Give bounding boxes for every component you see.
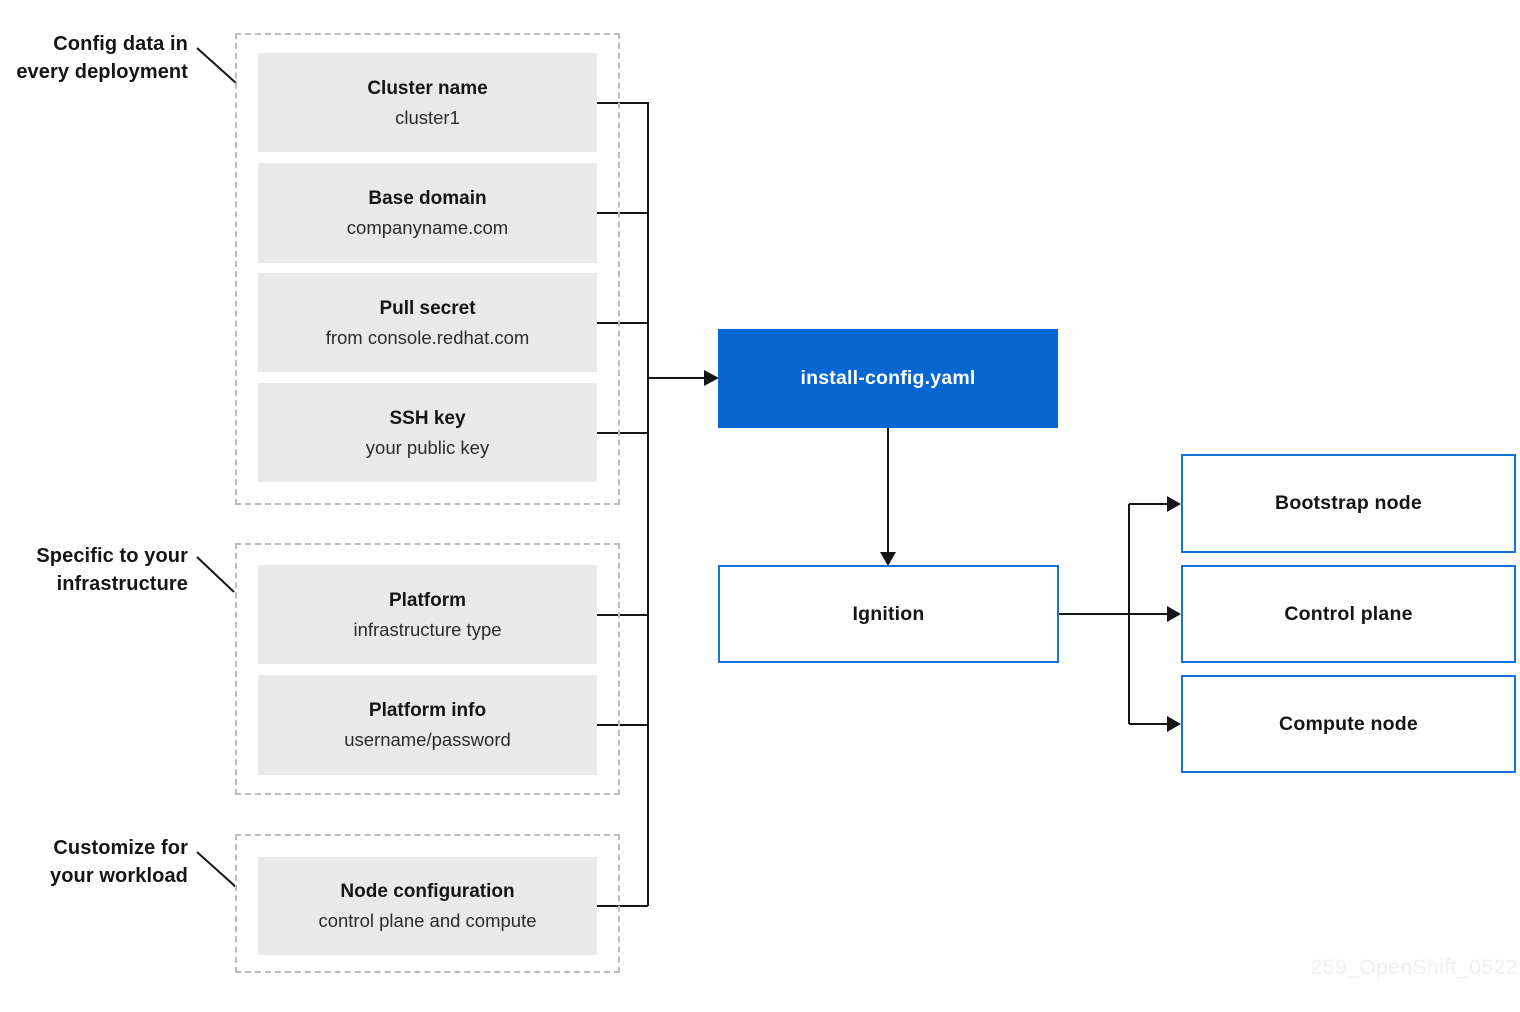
box-platform-subtitle: infrastructure type xyxy=(353,618,502,640)
box-cluster-name: Cluster name cluster1 xyxy=(258,53,597,152)
box-base-domain-subtitle: companyname.com xyxy=(346,217,509,238)
ignition-label: Ignition xyxy=(852,602,925,625)
box-pull-secret-title: Pull secret xyxy=(379,297,476,319)
label-config-data: Config data in every deployment xyxy=(0,30,188,86)
box-pull-secret: Pull secret from console.redhat.com xyxy=(258,273,597,372)
group-config-data: Cluster name cluster1 Base domain compan… xyxy=(235,33,620,505)
install-config-yaml-box: install-config.yaml xyxy=(718,329,1058,428)
label-customize-workload: Customize for your workload xyxy=(0,834,188,890)
box-pull-secret-subtitle: from console.redhat.com xyxy=(325,326,530,348)
box-ssh-key-subtitle: your public key xyxy=(365,436,490,458)
box-cluster-name-title: Cluster name xyxy=(367,77,488,99)
box-base-domain-title: Base domain xyxy=(368,188,487,209)
label-specific-infrastructure-line2: infrastructure xyxy=(56,573,188,595)
box-node-configuration-subtitle: control plane and compute xyxy=(318,910,537,931)
compute-node-box: Compute node xyxy=(1181,675,1516,773)
label-customize-workload-line2: your workload xyxy=(50,865,188,887)
compute-node-label: Compute node xyxy=(1279,712,1418,735)
box-base-domain: Base domain companyname.com xyxy=(258,163,597,263)
label-specific-infrastructure: Specific to your infrastructure xyxy=(0,542,188,598)
box-platform-info-title: Platform info xyxy=(368,700,487,721)
bootstrap-node-box: Bootstrap node xyxy=(1181,454,1516,553)
box-ssh-key-title: SSH key xyxy=(389,407,466,429)
label-config-data-line2: every deployment xyxy=(16,61,188,83)
group-workload: Node configuration control plane and com… xyxy=(235,834,620,973)
bootstrap-node-label: Bootstrap node xyxy=(1275,492,1422,514)
label-specific-infrastructure-line1: Specific to your xyxy=(36,545,188,567)
control-plane-label: Control plane xyxy=(1284,602,1413,625)
watermark-text: 259_OpenShift_0522 xyxy=(1310,956,1518,979)
box-cluster-name-subtitle: cluster1 xyxy=(395,106,460,128)
box-platform-title: Platform xyxy=(388,589,467,611)
box-ssh-key: SSH key your public key xyxy=(258,383,597,482)
box-platform-info: Platform info username/password xyxy=(258,675,597,775)
box-platform-info-subtitle: username/password xyxy=(344,729,511,750)
ignition-box: Ignition xyxy=(718,565,1059,663)
box-platform: Platform infrastructure type xyxy=(258,565,597,664)
label-config-data-line1: Config data in xyxy=(53,33,188,55)
box-node-configuration-title: Node configuration xyxy=(340,881,515,902)
group-infrastructure: Platform infrastructure type Platform in… xyxy=(235,543,620,795)
box-node-configuration: Node configuration control plane and com… xyxy=(258,857,597,955)
control-plane-box: Control plane xyxy=(1181,565,1516,663)
install-config-yaml-label: install-config.yaml xyxy=(800,367,976,389)
label-customize-workload-line1: Customize for xyxy=(53,837,188,859)
